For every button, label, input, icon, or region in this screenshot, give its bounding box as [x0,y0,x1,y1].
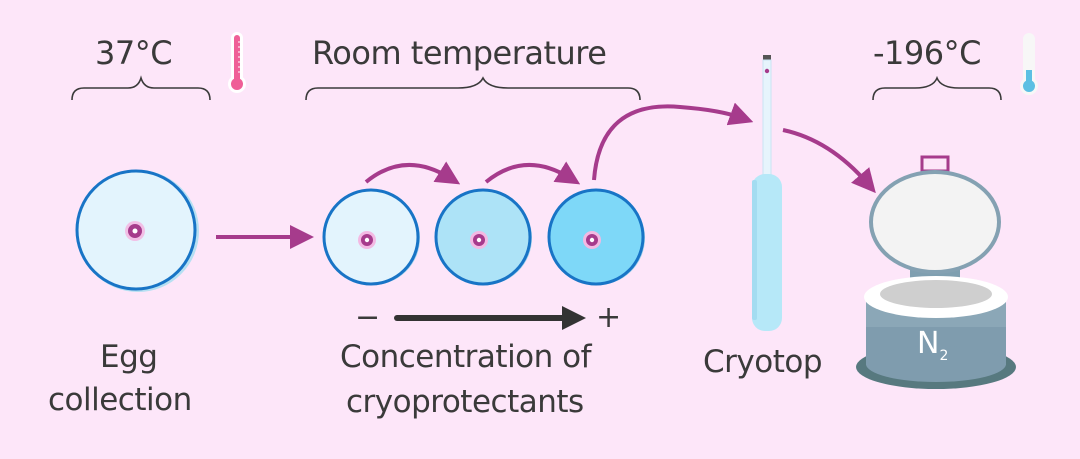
nitrogen-symbol: N [917,326,940,361]
egg-collection-label-line1: Egg [100,339,158,375]
thermometer-cold-icon [1020,33,1038,95]
brace-warm [71,75,211,101]
cryotop-icon [752,55,782,331]
nitrogen-subscript: 2 [939,348,949,364]
egg-dish [75,169,199,292]
nitrogen-label: N2 [917,326,948,364]
concentration-label-line2: cryoprotectants [346,384,584,420]
cryotop-label: Cryotop [703,344,823,380]
arrow-to-dewar [782,128,876,194]
concentration-label-line1: Concentration of [340,339,592,375]
brace-room [305,76,641,101]
thermometer-warm-icon [228,32,246,93]
dish-2 [434,188,532,286]
temperature-room-label: Room temperature [312,34,607,72]
cryoprotectant-dishes [322,188,645,286]
arrow-dish2-to-dish3 [484,161,581,185]
temperature-warm-label: 37°C [95,34,173,72]
liquid-nitrogen-dewar-icon [856,155,1016,389]
temperature-cold-label: -196°C [873,34,981,72]
concentration-plus: + [596,300,621,335]
dish-1 [322,188,420,286]
arrow-dish1-to-dish2 [364,161,461,185]
dish-3 [547,188,645,286]
arrow-to-cryotop [592,102,754,181]
brace-cold [872,75,1002,101]
concentration-minus: − [355,300,380,335]
egg-collection-label-line2: collection [48,382,192,418]
oocyte-icon [125,221,145,241]
